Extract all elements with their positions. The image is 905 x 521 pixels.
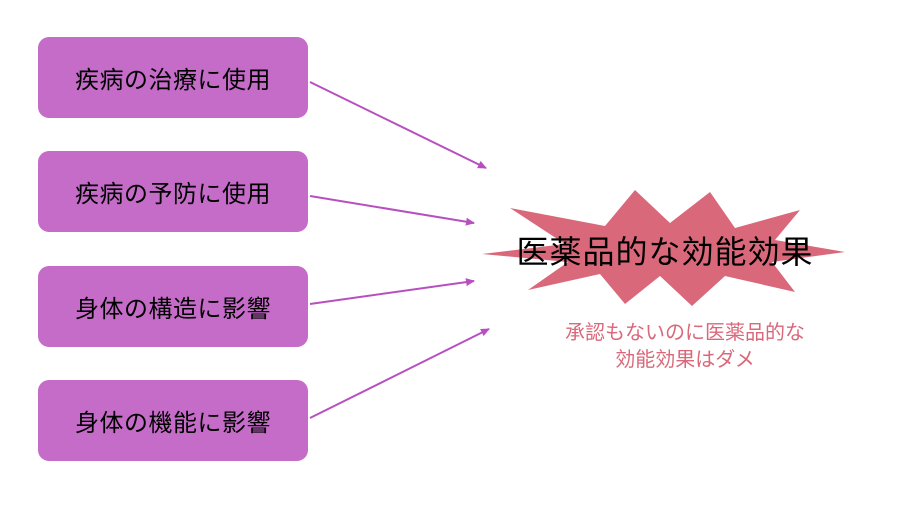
box-body-structure: 身体の構造に影響 bbox=[38, 266, 308, 347]
box-prevention: 疾病の予防に使用 bbox=[38, 151, 308, 232]
arrow-function bbox=[309, 328, 490, 419]
arrow-treatment bbox=[309, 81, 487, 169]
box-body-function-label: 身体の機能に影響 bbox=[75, 409, 271, 437]
effect-note: 承認もないのに医薬品的な 効能効果はダメ bbox=[565, 320, 805, 371]
box-treatment-label: 疾病の治療に使用 bbox=[75, 66, 271, 94]
arrow-prevention bbox=[309, 195, 475, 226]
effect-title: 医薬品的な効能効果 bbox=[516, 233, 814, 271]
box-body-function: 身体の機能に影響 bbox=[38, 380, 308, 461]
box-body-structure-label: 身体の構造に影響 bbox=[75, 295, 271, 323]
arrow-structure bbox=[309, 278, 475, 305]
box-treatment: 疾病の治療に使用 bbox=[38, 37, 308, 118]
box-prevention-label: 疾病の予防に使用 bbox=[75, 180, 271, 208]
starburst-shape bbox=[482, 190, 845, 306]
starburst-polygon bbox=[482, 190, 845, 306]
